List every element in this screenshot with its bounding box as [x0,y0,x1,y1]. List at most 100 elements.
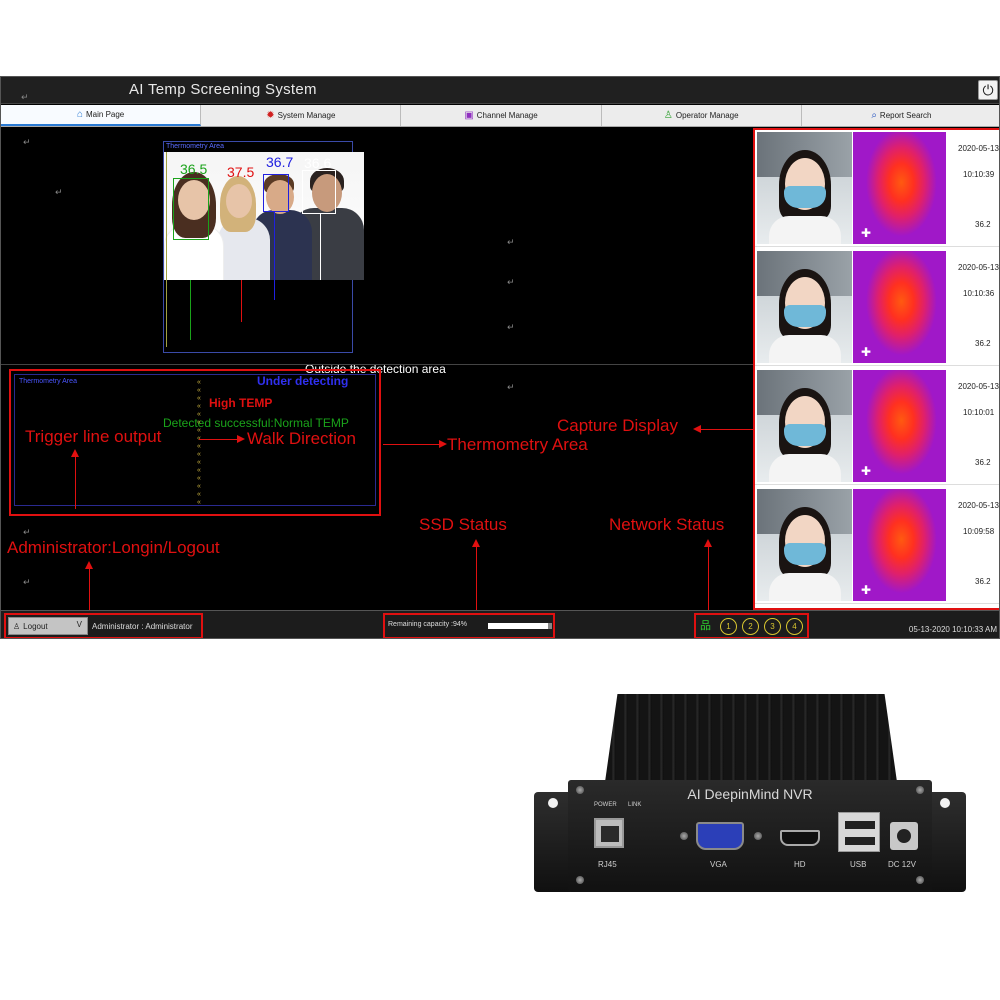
arrow-line [199,439,239,440]
arrow-head [439,440,447,448]
arrow-line [708,545,709,611]
heatsink-fins [604,694,898,784]
search-icon: ⌕ [871,110,877,121]
capture-record[interactable]: ✚ 2020-05-13 10:09:58 36.2 [755,487,999,604]
annotation-ssd-status: SSD Status [419,515,507,534]
temp-box-detecting [263,174,289,212]
paragraph-mark: ↵ [507,323,515,333]
capture-time: 10:10:01 [963,408,995,417]
capture-display-panel: ✚ 2020-05-13 10:10:39 36.2 ✚ 2020-05-13 … [753,128,999,610]
arrow-line [89,567,90,611]
status-bar: ♙ Logout V Administrator : Administrator… [1,610,999,638]
tab-label: Main Page [86,110,125,119]
port-label-vga: VGA [710,860,727,869]
label-high-temp: High TEMP [209,396,273,410]
home-icon: ⌂ [76,109,83,120]
annotation-trigger-line: Trigger line output [25,427,162,446]
pointer-line [320,214,321,280]
tab-report-search[interactable]: ⌕ Report Search [802,105,999,126]
arrow-head [85,561,93,569]
chevron-down-icon[interactable]: V [76,620,82,629]
capture-thermal-image: ✚ [853,132,946,244]
rj45-port [594,818,624,848]
split-line [1,364,753,365]
paragraph-mark: ↵ [21,93,29,103]
capture-temp: 36.2 [975,577,991,586]
channel-icon: ▣ [464,110,474,121]
paragraph-mark: ↵ [507,383,515,393]
port-label-usb: USB [850,860,867,869]
capture-date: 2020-05-13 [958,263,999,272]
arrow-head [704,539,712,547]
temp-screening-app: ↵ AI Temp Screening System ⏻ ⌂ Main Page… [0,76,1000,639]
arrow-head [472,539,480,547]
mounting-bracket-left [534,792,574,892]
screw [916,786,924,794]
tab-main-page[interactable]: ⌂ Main Page [1,105,202,126]
screw [576,786,584,794]
tab-label: Channel Manage [476,111,538,120]
ssd-capacity-fill [488,623,549,629]
annotation-thermometry-area: Thermometry Area [447,435,588,454]
capture-temp: 36.2 [975,220,991,229]
nvr-front-panel: AI DeepinMind NVR POWER LINK RJ45 VGA HD… [568,780,932,892]
screw [916,876,924,884]
temp-value: 37.5 [227,164,255,180]
temp-value: 36.6 [304,155,332,171]
channel-indicator-3[interactable]: 3 [764,618,781,635]
capture-date: 2020-05-13 [958,144,999,153]
port-label-hd: HD [794,860,806,869]
thermometry-area-label: Thermometry Area [19,378,77,385]
paragraph-mark: ↵ [23,138,31,148]
person-head [266,180,294,214]
status-datetime: 05-13-2020 10:10:33 AM [908,625,997,634]
channel-indicator-1[interactable]: 1 [720,618,737,635]
annotation-administrator: Administrator:Longin/Logout [7,538,220,557]
channel-indicator-2[interactable]: 2 [742,618,759,635]
ssd-capacity-bar [488,623,552,629]
gear-icon: ✹ [266,110,275,121]
admin-login-group: ♙ Logout V Administrator : Administrator [4,613,203,638]
arrow-head [693,425,701,433]
hdmi-port [780,830,820,846]
label-under-detecting: Under detecting [257,374,349,388]
usb-ports [838,812,880,852]
arrow-line [701,429,753,430]
arrow-line [75,457,76,509]
thermometry-area-box: Thermometry Area « « « « « « « « « « « «… [9,369,381,516]
temp-value: 36.7 [266,154,294,170]
port-label-rj45: RJ45 [598,860,617,869]
link-led-label: LINK [628,802,642,808]
pointer-line [274,212,275,300]
capture-temp: 36.2 [975,458,991,467]
ssd-capacity-text: Remaining capacity :94% [388,621,467,628]
capture-face-image [757,251,852,363]
capture-record[interactable]: ✚ 2020-05-13 10:10:39 36.2 [755,130,999,247]
channel-indicator-4[interactable]: 4 [786,618,803,635]
arrow-head [237,435,245,443]
screw [754,832,762,840]
capture-time: 10:10:39 [963,170,995,179]
power-button[interactable]: ⏻ [978,80,998,100]
dc-power-jack [890,822,918,850]
tab-channel-manage[interactable]: ▣ Channel Manage [401,105,602,126]
person-head [226,184,252,218]
logout-button[interactable]: ♙ Logout V [8,617,88,635]
temp-box-outside [302,170,336,214]
capture-record[interactable]: ✚ 2020-05-13 10:10:01 36.2 [755,368,999,485]
capture-temp: 36.2 [975,339,991,348]
power-led-label: POWER [594,802,617,808]
tab-label: Report Search [879,111,932,120]
pointer-line [241,280,242,322]
person-head [312,174,342,212]
network-icon: 品 [700,620,711,632]
temp-value: 36.5 [180,161,208,177]
thermometry-preview: Thermometry Area [163,141,364,353]
tab-system-manage[interactable]: ✹ System Manage [201,105,402,126]
tab-operator-manage[interactable]: ♙ Operator Manage [602,105,802,126]
ssd-status-group: Remaining capacity :94% [383,613,555,638]
title-bar: ↵ AI Temp Screening System ⏻ [1,77,999,104]
annotation-capture-display: Capture Display [557,416,678,435]
capture-record[interactable]: ✚ 2020-05-13 10:10:36 36.2 [755,249,999,366]
